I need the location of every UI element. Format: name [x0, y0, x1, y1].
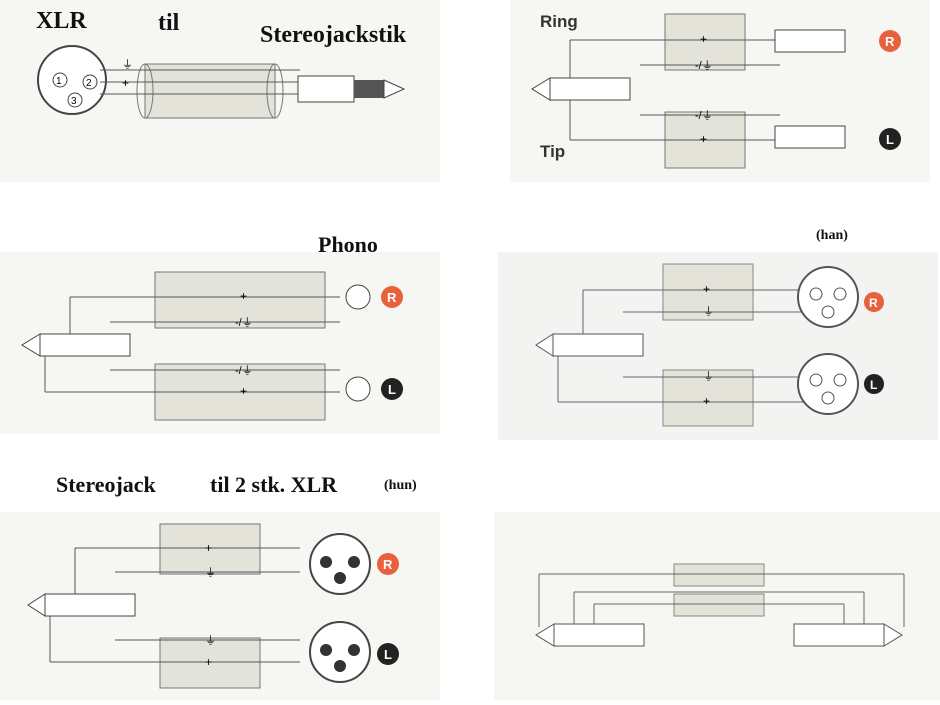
xlr-connector-icon: [309, 533, 371, 595]
plus-symbol: +: [240, 289, 247, 303]
pin-1-label: 1: [56, 76, 62, 87]
right-badge-icon: [879, 30, 901, 52]
right-badge-label: R: [885, 34, 895, 49]
xlr-to-stereojack-diagram: 1 2 3 ⏚ +: [37, 45, 406, 119]
ground-symbol: -/⏚: [695, 109, 713, 122]
ground-symbol: ⏚: [122, 58, 133, 71]
left-badge-label: L: [388, 382, 396, 397]
ground-symbol: ⏚: [205, 566, 216, 579]
right-badge-label: R: [387, 290, 397, 305]
left-badge-label: L: [384, 647, 392, 662]
right-badge-label: R: [869, 296, 878, 310]
ground-symbol: ⏚: [205, 634, 216, 647]
xlr-connector-icon: [309, 621, 371, 683]
plus-symbol: +: [205, 655, 212, 669]
ground-symbol: -/⏚: [695, 59, 713, 72]
han-label: (han): [816, 228, 848, 243]
stereojack-to-xlr-female-diagram: + ⏚ ⏚ + R L: [27, 523, 399, 689]
pin-icon: [82, 74, 98, 90]
stereojack-title: Stereojack: [56, 472, 156, 497]
pin-3-label: 3: [71, 96, 77, 107]
phono-title: Phono: [318, 232, 378, 257]
left-badge-icon: [879, 128, 901, 150]
panel-xlr-to-stereojack: 1 2 3 ⏚ + XLR til Stereojackstik: [0, 0, 440, 182]
til-2-stk-xlr-title: til 2 stk. XLR: [210, 472, 338, 497]
panel-stereojack-to-xlr-male: + ⏚ ⏚ + R L (han): [498, 228, 938, 440]
plus-symbol: +: [703, 394, 710, 408]
panel-jack-to-jack: [494, 512, 940, 700]
phono-connector-icon: [345, 284, 371, 310]
stereojack-to-phono-diagram: + -/⏚ -/⏚ + R L: [21, 271, 403, 421]
ground-symbol: ⏚: [703, 305, 714, 318]
pin-2-label: 2: [86, 78, 92, 89]
stereojack-split-jack-diagram: + -/⏚ -/⏚ + R L: [531, 13, 901, 169]
cable-shield-icon: [144, 63, 276, 119]
xlr-connector-icon: [797, 266, 859, 328]
stereojackstik-title: Stereojackstik: [260, 22, 407, 48]
pin-icon: [67, 92, 83, 108]
stereojack-to-xlr-male-diagram: + ⏚ ⏚ + R L: [535, 263, 884, 427]
jack-body-icon: [297, 75, 355, 103]
ground-symbol: -/⏚: [235, 316, 253, 329]
ground-symbol: -/⏚: [235, 364, 253, 377]
til-title: til: [158, 10, 180, 36]
panel-stereojack-split-jack: + -/⏚ -/⏚ + R L Ring Tip: [510, 0, 930, 182]
left-badge-label: L: [886, 132, 894, 147]
right-badge-label: R: [383, 557, 393, 572]
panel-stereojack-to-phono: + -/⏚ -/⏚ + R L Phono: [0, 232, 440, 434]
ring-label: Ring: [540, 12, 578, 31]
plus-symbol: +: [700, 132, 707, 146]
ground-symbol: ⏚: [703, 370, 714, 383]
tip-label: Tip: [540, 142, 566, 161]
plus-symbol: +: [205, 541, 212, 555]
hun-label: (hun): [384, 478, 417, 493]
xlr-title: XLR: [36, 8, 87, 34]
left-badge-label: L: [870, 378, 877, 392]
xlr-connector-icon: [797, 353, 859, 415]
plus-symbol: +: [240, 384, 247, 398]
jack-tip-icon: [354, 80, 384, 98]
pin-icon: [52, 72, 68, 88]
plus-symbol: +: [700, 32, 707, 46]
plus-symbol: +: [703, 282, 710, 296]
xlr-connector-icon: [37, 45, 107, 115]
jack-to-jack-diagram: [535, 563, 905, 647]
plus-symbol: +: [122, 76, 129, 90]
panel-stereojack-to-xlr-female: + ⏚ ⏚ + R L: [0, 512, 440, 700]
phono-connector-icon: [345, 376, 371, 402]
